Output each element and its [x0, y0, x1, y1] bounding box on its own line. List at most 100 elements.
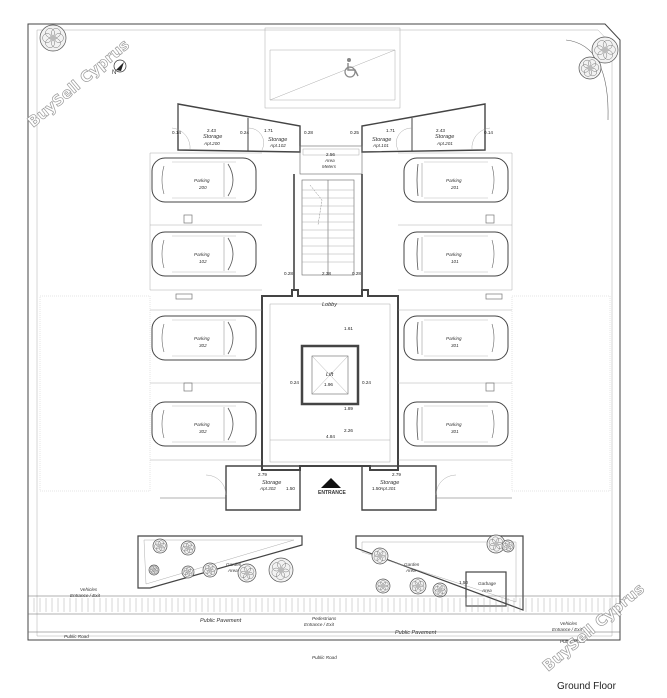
parking-number: 101 [451, 259, 459, 264]
svg-text:1.50: 1.50 [286, 486, 295, 491]
storage-302-apt: Apt.302 [259, 486, 276, 491]
svg-text:0.14: 0.14 [172, 130, 181, 135]
tree-icon [268, 557, 294, 583]
svg-text:1.50: 1.50 [459, 580, 468, 585]
parking-number: 200 [198, 185, 207, 190]
parking-space-201: Parking 201 [403, 157, 509, 203]
site-boundary-inner [36, 29, 613, 637]
svg-text:0.28: 0.28 [284, 271, 293, 276]
road-center-label: Public Road [312, 655, 337, 660]
accessible-parking-bay [264, 27, 401, 109]
storage-101-title: Storage [372, 137, 391, 143]
meters-area [299, 145, 363, 175]
garden-left-title: Garden [226, 562, 242, 567]
stair-core [293, 174, 363, 290]
svg-text:1.89: 1.89 [344, 406, 353, 411]
svg-text:0.14: 0.14 [484, 130, 493, 135]
tree-icon [371, 547, 389, 565]
wheelchair-icon [344, 58, 359, 78]
paved-zone-left [39, 295, 151, 492]
parking-number: 302 [199, 429, 207, 434]
tree-icon [202, 562, 218, 578]
parking-label: Parking [446, 422, 462, 427]
vehicles-right-title: Vehicles [560, 621, 578, 626]
svg-text:2.43: 2.43 [436, 128, 445, 133]
tree-icon [501, 539, 515, 553]
parking-number: 102 [199, 259, 207, 264]
vehicles-left-title: Vehicles [80, 587, 98, 592]
parking-number: 201 [450, 185, 459, 190]
lobby [261, 289, 399, 471]
pavement-left-label: Public Pavement [200, 618, 242, 624]
pillars [175, 214, 503, 392]
watermark-top: BuySell Cyprus [24, 36, 133, 131]
svg-text:0.28: 0.28 [304, 130, 313, 135]
cars: Parking200Parking102Parking302Parking302… [151, 157, 509, 447]
north-arrow-icon [113, 59, 127, 73]
storage-102-apt: Apt.102 [269, 143, 286, 148]
parking-label: Parking [446, 336, 462, 341]
entrance-arrow-icon [321, 478, 341, 488]
svg-text:2.43: 2.43 [207, 128, 216, 133]
storage-102-title: Storage [268, 137, 287, 143]
site-boundary [27, 23, 621, 641]
storage-301-apt: Apt.301 [379, 486, 396, 491]
meters-sub: Meters [322, 164, 337, 169]
garden-right [355, 535, 524, 611]
garden-right-title: Garden [404, 562, 420, 567]
trees [39, 24, 619, 598]
lift-shaft [300, 344, 360, 406]
tree-icon [237, 563, 257, 583]
parking-label: Parking [194, 422, 210, 427]
tree-icon [409, 577, 427, 595]
svg-text:2.79: 2.79 [392, 472, 401, 477]
paved-zone-right [511, 295, 611, 492]
garbage-sub: Area [481, 588, 492, 593]
svg-text:1.71: 1.71 [386, 128, 395, 133]
parking-label: Parking [194, 336, 210, 341]
garbage-area [465, 571, 507, 607]
parking-number: 301 [451, 429, 459, 434]
parking-bays [149, 152, 513, 461]
pavement-right-label: Public Pavement [395, 630, 437, 636]
pedestrians-title: Pedestrians [312, 616, 337, 621]
lift-label: Lift [326, 372, 334, 378]
road-left-label: Public Road [64, 634, 89, 639]
storage-301-title: Storage [380, 480, 399, 486]
svg-text:1.50: 1.50 [372, 486, 381, 491]
storage-201-title: Storage [435, 134, 454, 140]
parking-label: Parking [446, 252, 462, 257]
svg-text:0.25: 0.25 [350, 130, 359, 135]
parking-label: Parking [446, 178, 462, 183]
storage-201-apt: Apt.201 [436, 141, 453, 146]
north-label: N [112, 70, 116, 76]
road-right-label: Public Road [560, 639, 585, 644]
tree-icon [148, 564, 160, 576]
tree-icon [39, 24, 67, 52]
pedestrians-sub: Entrance / Exit [304, 622, 335, 627]
vehicles-right-sub: Entrance / Exit [552, 627, 583, 632]
svg-text:0.24: 0.24 [362, 380, 371, 385]
tree-icon [578, 56, 602, 80]
lobby-label: Lobby [322, 302, 338, 308]
svg-text:4.84: 4.84 [326, 434, 335, 439]
svg-text:0.24: 0.24 [240, 130, 249, 135]
meters-title: Area [324, 158, 335, 163]
svg-text:1.61: 1.61 [344, 326, 353, 331]
tree-icon [181, 565, 195, 579]
svg-text:2.56: 2.56 [326, 152, 335, 157]
garden-left-sub: Area [227, 568, 238, 573]
garbage-title: Garbage [478, 581, 496, 586]
tree-icon [591, 36, 619, 64]
svg-text:1.96: 1.96 [324, 382, 333, 387]
tree-icon [152, 538, 168, 554]
storage-302-title: Storage [262, 480, 281, 486]
entrance-label: ENTRANCE [318, 490, 346, 496]
svg-text:2.79: 2.79 [258, 472, 267, 477]
tree-icon [180, 540, 196, 556]
